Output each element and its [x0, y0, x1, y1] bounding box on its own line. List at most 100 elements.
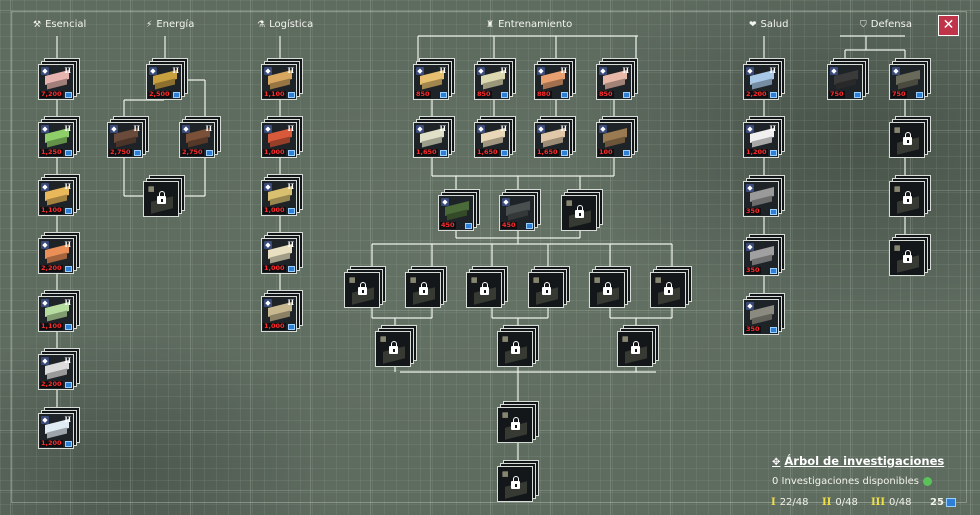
research-node[interactable]: ◆450: [499, 189, 541, 231]
lock-icon: [603, 282, 612, 295]
research-type-icon: ◆: [746, 184, 754, 192]
category-defensa: ⛉ Defensa: [860, 18, 912, 32]
category-label: Defensa: [870, 19, 912, 30]
research-node[interactable]: ◆750: [827, 58, 869, 100]
research-type-icon: ◆: [264, 241, 272, 249]
research-node[interactable]: ◆450: [438, 189, 480, 231]
card-face: ◆100: [596, 122, 632, 158]
research-card-icon: [770, 327, 777, 333]
research-type-icon: ◆: [149, 67, 157, 75]
lock-icon: [157, 191, 166, 204]
cost-label: 1,000: [263, 148, 286, 156]
research-node-locked[interactable]: ▦: [889, 116, 931, 158]
research-card-icon: [173, 92, 180, 98]
cost-label: 1,000: [263, 264, 286, 272]
category-mark-icon: ▦: [471, 276, 478, 284]
cost-label: 1,650: [476, 148, 499, 156]
category-entrenamiento: ♜ Entrenamiento: [486, 18, 572, 32]
lock-icon: [419, 282, 428, 295]
research-type-icon: ◆: [746, 243, 754, 251]
cost-label: 1,200: [745, 148, 768, 156]
card-face: ▦: [466, 272, 502, 308]
category-mark-icon: ▦: [148, 185, 155, 193]
lock-icon: [903, 132, 912, 145]
research-node-locked[interactable]: ▦: [889, 175, 931, 217]
card-face: ▦: [889, 122, 925, 158]
tier-badge: II: [769, 124, 776, 133]
close-button[interactable]: ✕: [938, 15, 959, 36]
research-node-locked[interactable]: ▦: [405, 266, 447, 308]
research-node-locked[interactable]: ▦: [497, 401, 539, 443]
research-node-locked[interactable]: ▦: [528, 266, 570, 308]
research-type-icon: ◆: [264, 125, 272, 133]
research-card-icon: [945, 497, 956, 507]
research-node[interactable]: ◆750: [889, 58, 931, 100]
research-card-icon: [65, 92, 72, 98]
research-node-locked[interactable]: ▦: [143, 175, 185, 217]
research-node[interactable]: ◆350: [743, 293, 785, 335]
research-card-icon: [561, 150, 568, 156]
research-card-icon: [288, 208, 295, 214]
research-node-locked[interactable]: ▦: [650, 266, 692, 308]
card-face: ◆350: [743, 181, 779, 217]
tree-icon: ✥: [772, 457, 781, 468]
research-node-locked[interactable]: ▦: [375, 325, 417, 367]
category-mark-icon: ▦: [410, 276, 417, 284]
category-mark-icon: ▦: [622, 335, 629, 343]
research-node-locked[interactable]: ▦: [466, 266, 508, 308]
cost-label: 350: [745, 266, 761, 274]
research-type-icon: ◆: [746, 125, 754, 133]
research-node-locked[interactable]: ▦: [497, 325, 539, 367]
research-node-locked[interactable]: ▦: [617, 325, 659, 367]
research-node-locked[interactable]: ▦: [497, 460, 539, 502]
research-card-icon: [65, 266, 72, 272]
research-node-locked[interactable]: ▦: [889, 234, 931, 276]
research-card-icon: [623, 150, 630, 156]
research-node[interactable]: ◆ 350: [743, 234, 785, 276]
research-node[interactable]: ◆100: [596, 116, 638, 158]
research-node-locked[interactable]: ▦: [589, 266, 631, 308]
card-face: ▦: [497, 407, 533, 443]
cost-label: 1,100: [263, 90, 286, 98]
research-node-locked[interactable]: ▦: [344, 266, 386, 308]
research-node[interactable]: ◆350: [743, 175, 785, 217]
research-node-locked[interactable]: ▦: [561, 189, 603, 231]
cost-label: 450: [440, 221, 456, 229]
tier-value: 0/48: [889, 497, 912, 508]
research-node[interactable]: ◆ 1,200 II: [743, 116, 785, 158]
cost-label: 2,200: [745, 90, 768, 98]
